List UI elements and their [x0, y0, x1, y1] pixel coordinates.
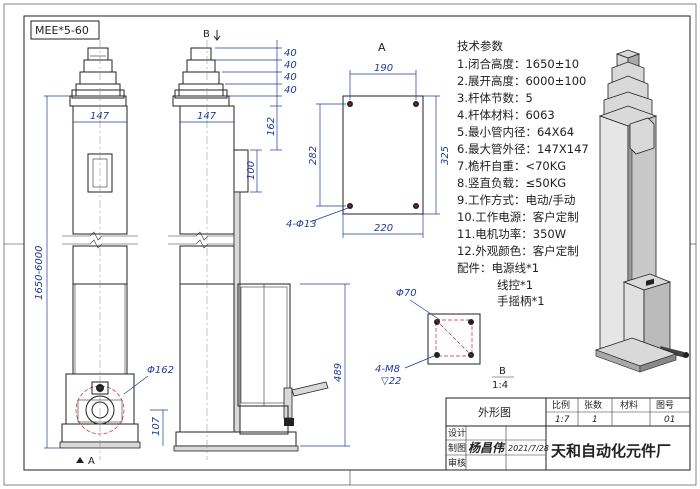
spec-5: 5.最小管内径：64X64: [457, 125, 574, 139]
tb-signature: 杨昌伟: [468, 441, 506, 455]
view-b-section: B: [499, 366, 506, 377]
view-b-top: B: [203, 29, 210, 40]
tb-h-drawing-no: 图号: [656, 400, 674, 411]
spec-2: 2.展开高度：6000±100: [457, 74, 586, 88]
spec-1: 1.闭合高度：1650±10: [457, 57, 579, 71]
spec-4: 4.杆体材料：6063: [457, 108, 555, 122]
tb-h-scale: 比例: [552, 399, 570, 411]
dim-325: 325: [440, 146, 451, 165]
crank-circle: [75, 385, 125, 435]
dim-40-4: 40: [284, 85, 297, 96]
inner-frame: [23, 15, 691, 471]
accessories-1: 配件：电源线*1: [457, 261, 539, 275]
spec-7: 7.桅杆自重：<70KG: [457, 159, 566, 173]
spec-9: 9.工作方式：电动/手动: [457, 193, 575, 207]
spec-10: 10.工作电源：客户定制: [457, 210, 579, 224]
tb-row-design: 设计: [448, 427, 466, 439]
model-label: MEE*5-60: [35, 24, 89, 37]
b-section-view: [427, 313, 481, 365]
base-plate-view: [342, 95, 424, 215]
dim-147-left: 147: [90, 111, 110, 122]
view-b-scale: 1:4: [492, 380, 508, 391]
view-a-bottom: A: [88, 456, 95, 467]
drawing-name: 外形图: [478, 406, 511, 419]
accessories-3: 手摇柄*1: [497, 294, 545, 308]
tb-v-count: 1: [592, 415, 598, 425]
spec-11: 11.电机功率：350W: [457, 227, 566, 241]
dim-m8-depth: ▽22: [381, 376, 401, 387]
dim-phi13: 4-Φ13: [286, 219, 317, 230]
side-view: [168, 40, 329, 460]
tb-date: 2021/7/28: [508, 444, 549, 453]
dim-220: 220: [374, 223, 393, 234]
dim-40-3: 40: [284, 72, 297, 83]
dim-489: 489: [333, 363, 344, 382]
model-label-box: [30, 20, 100, 40]
spec-3: 3.杆体节数：5: [457, 91, 533, 105]
spec-8: 8.竖直负载：≤50KG: [457, 176, 566, 190]
dim-190: 190: [374, 63, 393, 74]
accessories-2: 线控*1: [497, 278, 533, 292]
dim-40-1: 40: [284, 48, 297, 59]
tb-h-count: 张数: [584, 399, 602, 411]
dim-147-mid: 147: [197, 111, 217, 122]
tb-row-review: 审核: [448, 457, 466, 469]
specs-title: 技术参数: [457, 39, 503, 53]
spec-12: 12.外观颜色：客户定制: [457, 244, 579, 258]
dim-282: 282: [308, 146, 319, 165]
tb-row-draw: 制图: [448, 442, 466, 454]
dim-40-2: 40: [284, 60, 297, 71]
tb-v-drawing-no: 01: [664, 415, 675, 425]
dim-phi162: Φ162: [147, 365, 174, 376]
front-view: [59, 40, 141, 460]
dim-phi70: Φ70: [396, 288, 417, 299]
top-dims: [215, 40, 282, 193]
dim-1650: 1650-6000: [34, 245, 45, 300]
mast-3d-illustration: [594, 49, 689, 373]
dim-162: 162: [266, 117, 277, 136]
tb-h-material: 材料: [620, 399, 638, 411]
spec-6: 6.最大管外径：147X147: [457, 142, 589, 156]
company-name: 天和自动化元件厂: [551, 442, 671, 460]
title-block: [445, 397, 691, 471]
dim-107: 107: [151, 416, 162, 436]
view-a-section: A: [378, 41, 386, 54]
dim-100: 100: [246, 161, 257, 180]
tb-v-scale: 1:7: [555, 415, 570, 425]
dim-m8: 4-M8: [375, 364, 400, 375]
